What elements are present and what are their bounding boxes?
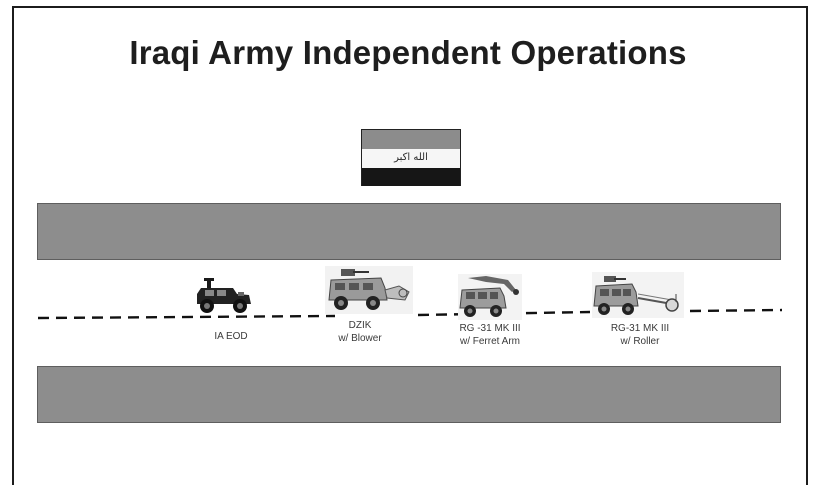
flag-band-middle [362, 149, 460, 168]
flag-band-top [362, 130, 460, 149]
vehicle-label-line2: w/ Roller [620, 336, 660, 347]
barrier-bottom [37, 366, 781, 423]
vehicle-label-line1: DZIK [348, 320, 372, 331]
vehicle-label-dzik: DZIK w/ Blower [310, 319, 410, 345]
slide-title: Iraqi Army Independent Operations [129, 34, 687, 71]
vehicle-label-rg31-roller: RG-31 MK III w/ Roller [585, 322, 695, 348]
dzik-blower-icon [325, 266, 413, 314]
humvee-icon [197, 278, 251, 313]
vehicle-label-line1: IA EOD [214, 331, 248, 342]
iraq-flag-icon: الله اكبر [361, 129, 461, 186]
vehicle-label-line2: w/ Blower [338, 333, 382, 344]
vehicle-label-rg31-ferret: RG -31 MK III w/ Ferret Arm [435, 322, 545, 348]
flag-script: الله اكبر [394, 152, 428, 163]
vehicle-label-line2: w/ Ferret Arm [459, 336, 520, 347]
barrier-top [37, 203, 781, 260]
vehicle-label-line1: RG -31 MK III [459, 323, 521, 334]
vehicle-label-ia-eod: IA EOD [196, 330, 266, 343]
flag-band-bottom [362, 168, 460, 186]
vehicle-label-line1: RG-31 MK III [610, 323, 670, 334]
rg31-ferret-arm-icon [458, 274, 522, 320]
rg31-roller-icon [592, 272, 684, 318]
